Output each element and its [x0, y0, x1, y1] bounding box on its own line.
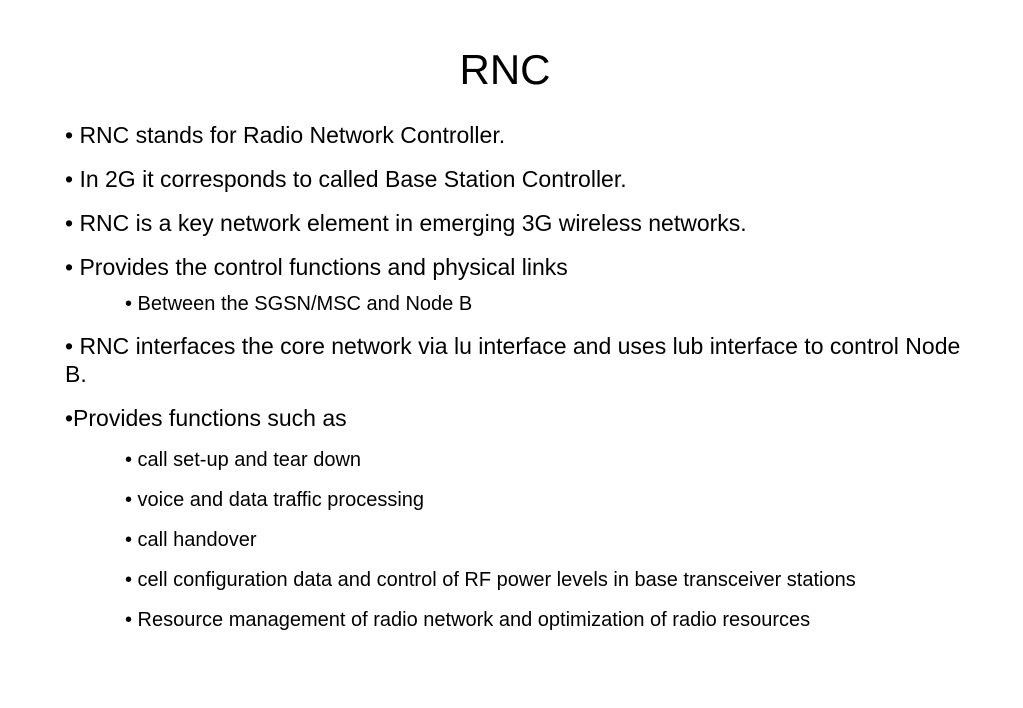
sub-bullet-item: • voice and data traffic processing: [125, 489, 425, 511]
bullet-item: • RNC interfaces the core network via lu…: [65, 333, 961, 387]
sub-bullet-item: • cell configuration data and control of…: [125, 569, 856, 591]
sub-bullet-item: • Between the SGSN/MSC and Node B: [125, 293, 473, 315]
bullet-item: •Provides functions such as: [65, 405, 347, 431]
bullet-item: • Provides the control functions and phy…: [65, 254, 568, 280]
bullet-item: • RNC is a key network element in emergi…: [65, 210, 747, 236]
sub-bullet-item: • Resource management of radio network a…: [125, 609, 811, 631]
sub-bullet-item: • call handover: [125, 529, 257, 551]
bullet-list: • RNC stands for Radio Network Controlle…: [65, 121, 965, 648]
sub-bullet-item: • call set-up and tear down: [125, 449, 362, 471]
bullet-item: • RNC stands for Radio Network Controlle…: [65, 122, 506, 148]
slide-title: RNC: [459, 46, 551, 93]
bullet-item: • In 2G it corresponds to called Base St…: [65, 166, 627, 192]
